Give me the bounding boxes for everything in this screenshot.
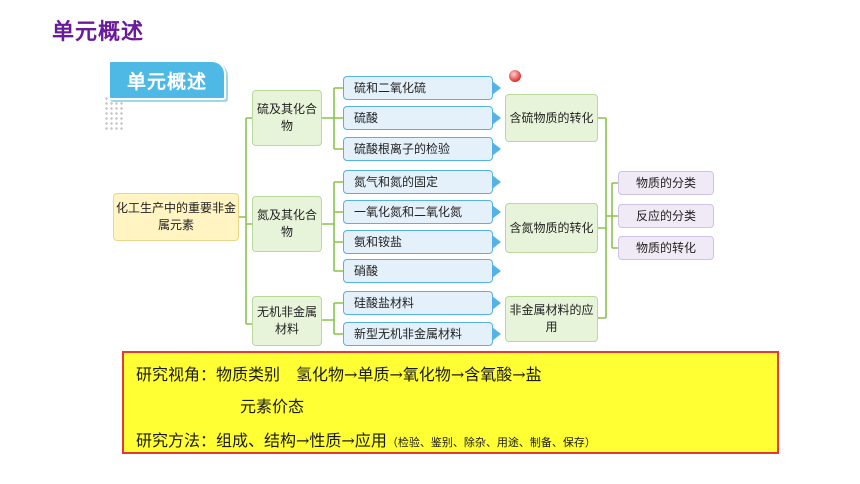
research-info-box: 研究视角：物质类别氢化物→单质→氧化物→含氧酸→盐 元素价态 研究方法：组成、结… [122,351,779,454]
item-node: 一氧化氮和二氧化氮 [343,200,501,224]
group-node-sulfur: 硫及其化合物 [252,90,322,146]
red-ball-icon [509,70,521,82]
root-node: 化工生产中的重要非金属元素 [113,193,239,241]
perspective-line: 研究视角：物质类别氢化物→单质→氧化物→含氧酸→盐 [136,361,542,385]
perspective-label: 研究视角： [136,365,217,384]
group-node-nitrogen: 氮及其化合物 [252,196,322,252]
method-note: （检验、鉴别、除杂、用途、制备、保存） [386,436,596,449]
item-node: 硝酸 [343,259,501,283]
unit-overview-badge: 单元概述 [108,60,226,100]
perspective-valence: 元素价态 [240,397,305,416]
decorative-dots [104,96,124,130]
outcome-node: 物质的转化 [618,236,714,260]
item-node: 硫酸根离子的检验 [343,137,501,161]
perspective-category: 物质类别 [216,365,281,384]
page-title: 单元概述 [52,20,145,45]
method-label: 研究方法： [136,431,217,450]
item-node: 氨和铵盐 [343,230,501,254]
method-line: 研究方法：组成、结构→性质→应用（检验、鉴别、除杂、用途、制备、保存） [136,427,596,451]
transform-node-sulfur: 含硫物质的转化 [505,94,598,142]
group-node-inorganic: 无机非金属材料 [252,296,322,346]
outcome-node: 物质的分类 [618,171,714,195]
item-node: 硅酸盐材料 [343,291,501,315]
item-node: 硫酸 [343,106,501,130]
transform-node-materials: 非金属材料的应用 [505,296,598,342]
transform-node-nitrogen: 含氮物质的转化 [505,203,598,253]
outcome-node: 反应的分类 [618,204,714,228]
item-node: 氮气和氮的固定 [343,170,501,194]
perspective-chain: 氢化物→单质→氧化物→含氧酸→盐 [296,365,542,384]
method-chain: 组成、结构→性质→应用 [216,431,387,450]
item-node: 新型无机非金属材料 [343,322,501,346]
item-node: 硫和二氧化硫 [343,76,501,100]
